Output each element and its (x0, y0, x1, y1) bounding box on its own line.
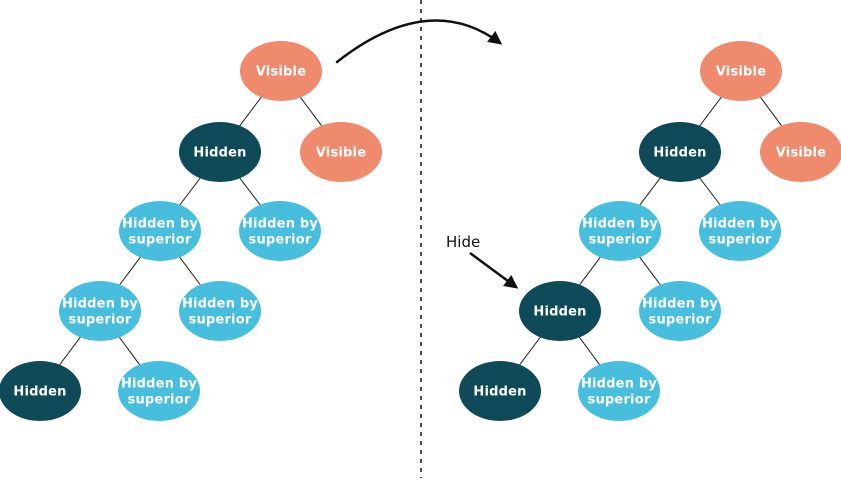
tree-node-visible: Visible (240, 41, 322, 101)
hide-arrow (469, 251, 519, 289)
tree-node-hidden: Hidden (459, 361, 541, 421)
tree-node-visible: Visible (300, 122, 382, 182)
hide-annotation: Hide (446, 233, 519, 289)
node-ellipse (639, 281, 721, 341)
node-ellipse (760, 122, 841, 182)
node-label: Hidden (193, 146, 246, 161)
node-label: Visible (256, 65, 306, 80)
node-label: Visible (316, 146, 366, 161)
node-ellipse (179, 122, 261, 182)
node-label: Visible (716, 65, 766, 80)
node-ellipse (59, 281, 141, 341)
node-ellipse (240, 41, 322, 101)
node-ellipse (459, 361, 541, 421)
transition-arrow (335, 19, 503, 64)
node-ellipse (0, 361, 81, 421)
tree-node-hidden: Hidden (179, 122, 261, 182)
tree-node-visible: Visible (700, 41, 782, 101)
tree-node-hidden: Hidden (639, 122, 721, 182)
node-ellipse (639, 122, 721, 182)
node-ellipse (179, 281, 261, 341)
node-ellipse (700, 41, 782, 101)
node-ellipse (239, 201, 321, 261)
node-ellipse (519, 281, 601, 341)
hide-label: Hide (446, 233, 480, 251)
node-ellipse (300, 122, 382, 182)
node-ellipse (579, 201, 661, 261)
node-label: Visible (776, 146, 826, 161)
tree-node-hidden: Hidden (0, 361, 81, 421)
node-label: Hidden (533, 305, 586, 320)
node-ellipse (118, 361, 200, 421)
node-label: Hidden (653, 146, 706, 161)
tree-node-hidden: Hidden (519, 281, 601, 341)
node-label: Hidden (13, 385, 66, 400)
node-ellipse (119, 201, 201, 261)
node-ellipse (578, 361, 660, 421)
node-label: Hidden (473, 385, 526, 400)
tree-node-visible: Visible (760, 122, 841, 182)
node-ellipse (699, 201, 781, 261)
